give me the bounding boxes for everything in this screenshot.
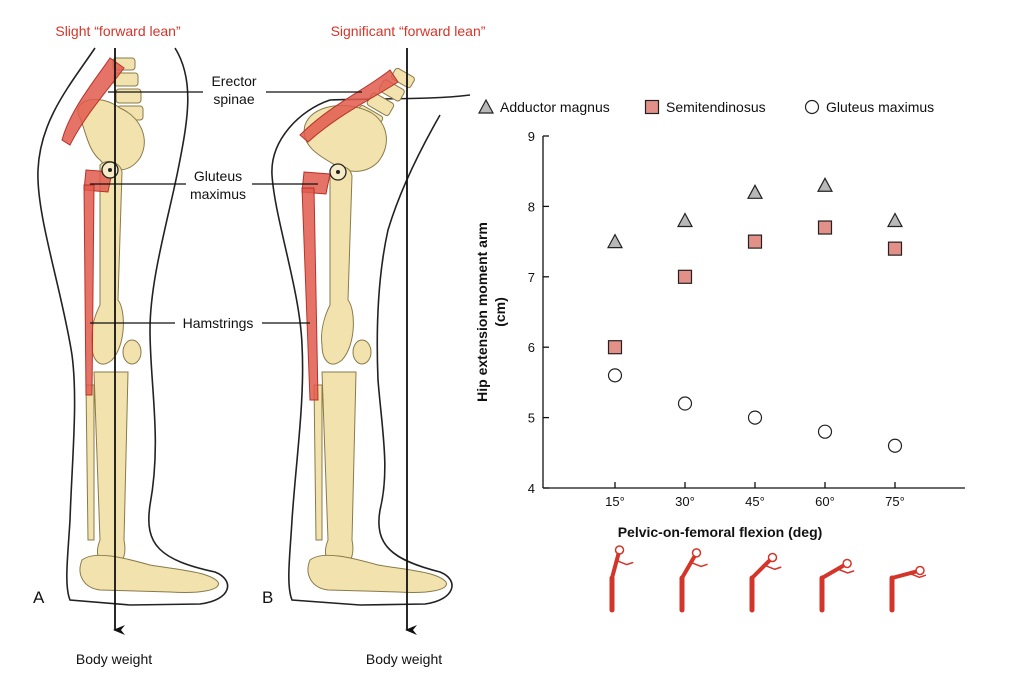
panel-a-foot bbox=[79, 554, 219, 593]
panel-b-front-outline bbox=[359, 114, 453, 606]
chart-points bbox=[606, 177, 904, 453]
x-tick-label: 75° bbox=[885, 494, 905, 509]
pose-icon bbox=[679, 548, 708, 613]
semitendinosus-point bbox=[817, 220, 833, 235]
panel-a-fibula bbox=[85, 384, 95, 541]
x-axis-ticks: 15° 30° 45° 60° 75° bbox=[605, 482, 905, 509]
pose-icon bbox=[749, 552, 782, 613]
hip-moment-arm-chart: Adductor magnus Semitendinosus Gluteus max… bbox=[474, 98, 965, 613]
panel-a-hamstrings-muscle bbox=[83, 184, 95, 396]
legend-semitendinosus-label: Semitendinosus bbox=[666, 99, 766, 115]
x-axis-title: Pelvic-on-femoral flexion (deg) bbox=[618, 524, 823, 540]
panel-a-letter: A bbox=[33, 588, 45, 607]
panel-b-erector-spinae-muscle bbox=[299, 69, 399, 143]
y-axis-title-line1: Hip extension moment arm bbox=[474, 222, 490, 402]
gluteus-maximus-label-line1: Gluteus bbox=[194, 168, 242, 184]
adductor-magnus-point bbox=[676, 212, 694, 228]
x-tick-label: 30° bbox=[675, 494, 695, 509]
panel-b-tibia bbox=[321, 371, 357, 568]
pose-icon bbox=[609, 545, 634, 613]
adductor-magnus-point bbox=[816, 177, 834, 192]
gluteus-maximus-point bbox=[817, 424, 833, 439]
pose-icon bbox=[819, 558, 855, 613]
panel-b-foot bbox=[307, 554, 447, 593]
panel-a-front-outline bbox=[129, 47, 229, 606]
panel-b-hamstrings-muscle bbox=[301, 187, 319, 401]
chart-legend: Adductor magnus Semitendinosus Gluteus max… bbox=[477, 98, 934, 115]
semitendinosus-point bbox=[747, 234, 763, 249]
x-tick-label: 15° bbox=[605, 494, 625, 509]
panel-a-tibia bbox=[93, 371, 129, 568]
anatomy-labels: Erector spinae Gluteus maximus Hamstring… bbox=[90, 73, 362, 331]
y-tick-label: 5 bbox=[528, 411, 535, 426]
gluteus-maximus-label-line2: maximus bbox=[190, 186, 246, 202]
y-tick-label: 9 bbox=[528, 129, 535, 144]
erector-spinae-label-line1: Erector bbox=[211, 73, 256, 89]
semitendinosus-point bbox=[607, 340, 623, 355]
panel-a-body-weight-label: Body weight bbox=[76, 651, 152, 667]
legend-gluteus-maximus-label: Gluteus maximus bbox=[826, 99, 934, 115]
legend-gluteus-maximus-marker bbox=[804, 99, 820, 115]
panel-b-femur bbox=[321, 165, 354, 365]
semitendinosus-point bbox=[677, 269, 693, 284]
y-tick-label: 7 bbox=[528, 270, 535, 285]
gluteus-maximus-point bbox=[887, 438, 903, 453]
pose-icon bbox=[889, 565, 927, 613]
panel-a: Slight “forward lean” Body w bbox=[33, 23, 229, 667]
panel-a-patella bbox=[122, 339, 142, 365]
panel-b-letter: B bbox=[262, 588, 273, 607]
panel-b-fibula bbox=[313, 384, 323, 541]
semitendinosus-point bbox=[887, 241, 903, 256]
adductor-magnus-point bbox=[606, 233, 624, 249]
panel-b-body-weight-label: Body weight bbox=[366, 651, 442, 667]
adductor-magnus-point bbox=[746, 184, 764, 199]
panel-b: Significant “forward lean” Body weight B bbox=[262, 23, 486, 667]
y-axis-ticks: 4 5 6 7 8 9 bbox=[528, 129, 549, 496]
panel-b-patella bbox=[352, 339, 372, 365]
legend-semitendinosus-marker bbox=[644, 99, 660, 115]
panel-a-erector-spinae-muscle bbox=[61, 57, 125, 146]
panel-a-back-outline bbox=[37, 47, 131, 606]
legend-adductor-magnus-label: Adductor magnus bbox=[500, 99, 610, 115]
x-tick-label: 60° bbox=[815, 494, 835, 509]
pose-icons bbox=[609, 545, 927, 613]
panel-a-title: Slight “forward lean” bbox=[55, 23, 181, 39]
gluteus-maximus-point bbox=[677, 396, 693, 411]
legend-adductor-magnus-marker bbox=[477, 98, 495, 114]
erector-spinae-label-line2: spinae bbox=[213, 91, 254, 107]
panel-b-back-outline bbox=[271, 94, 471, 606]
hamstrings-label: Hamstrings bbox=[183, 315, 254, 331]
y-tick-label: 6 bbox=[528, 340, 535, 355]
panel-b-title: Significant “forward lean” bbox=[331, 23, 486, 39]
gluteus-maximus-point bbox=[607, 368, 623, 383]
y-tick-label: 8 bbox=[528, 199, 535, 214]
x-tick-label: 45° bbox=[745, 494, 765, 509]
y-tick-label: 4 bbox=[528, 481, 535, 496]
adductor-magnus-point bbox=[886, 212, 904, 228]
panel-b-pelvis bbox=[303, 105, 387, 172]
y-axis-title-line2: (cm) bbox=[492, 297, 508, 327]
gluteus-maximus-point bbox=[747, 410, 763, 425]
